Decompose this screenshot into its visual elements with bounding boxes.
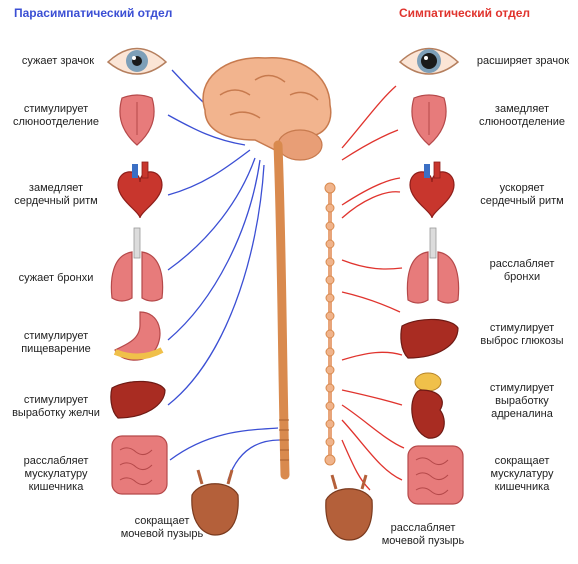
- symp-label-lungs: расслабляет бронхи: [470, 258, 574, 284]
- heart-icon: [118, 162, 162, 218]
- intestine-icon: [408, 446, 463, 504]
- symp-label-eye: расширяет зрачок: [470, 55, 576, 68]
- para-label-bladder: сокращает мочевой пузырь: [112, 515, 212, 541]
- eye-icon: [400, 49, 458, 75]
- sympathetic-lines: [342, 86, 404, 490]
- sympathetic-title: Симпатический отдел: [399, 6, 530, 20]
- symp-label-heart: ускоряет сердечный ритм: [470, 182, 574, 208]
- brain-icon: [203, 58, 331, 160]
- para-label-tongue: стимулирует слюноотделение: [6, 103, 106, 129]
- para-label-eye: сужает зрачок: [8, 55, 108, 68]
- para-label-stomach: стимулирует пищеварение: [6, 330, 106, 356]
- para-label-heart: замедляет сердечный ритм: [6, 182, 106, 208]
- para-label-intestine: расслабляет мускулатуру кишечника: [6, 455, 106, 494]
- para-label-lungs: сужает бронхи: [6, 272, 106, 285]
- kidney-icon: [412, 373, 444, 438]
- parasympathetic-title: Парасимпатический отдел: [14, 6, 172, 20]
- tongue-icon: [412, 95, 446, 145]
- symp-label-tongue: замедляет слюноотделение: [470, 103, 574, 129]
- liver-icon: [401, 319, 458, 358]
- heart-icon: [410, 162, 454, 218]
- stomach-icon: [115, 312, 162, 360]
- symp-label-kidney: стимулирует выработку адреналина: [470, 382, 574, 421]
- intestine-icon: [112, 436, 167, 494]
- symp-label-bladder: расслабляет мочевой пузырь: [368, 522, 478, 548]
- spinal-cord: [278, 145, 285, 475]
- tongue-icon: [120, 95, 154, 145]
- lungs-icon: [407, 228, 458, 303]
- para-label-liver: стимулирует выработку желчи: [4, 394, 108, 420]
- symp-label-liver: стимулирует выброс глюкозы: [470, 322, 574, 348]
- sympathetic-chain: [325, 183, 335, 465]
- symp-label-intestine: сокращает мускулатуру кишечника: [470, 455, 574, 494]
- liver-icon: [111, 381, 165, 418]
- eye-icon: [108, 49, 166, 75]
- lungs-icon: [111, 228, 162, 301]
